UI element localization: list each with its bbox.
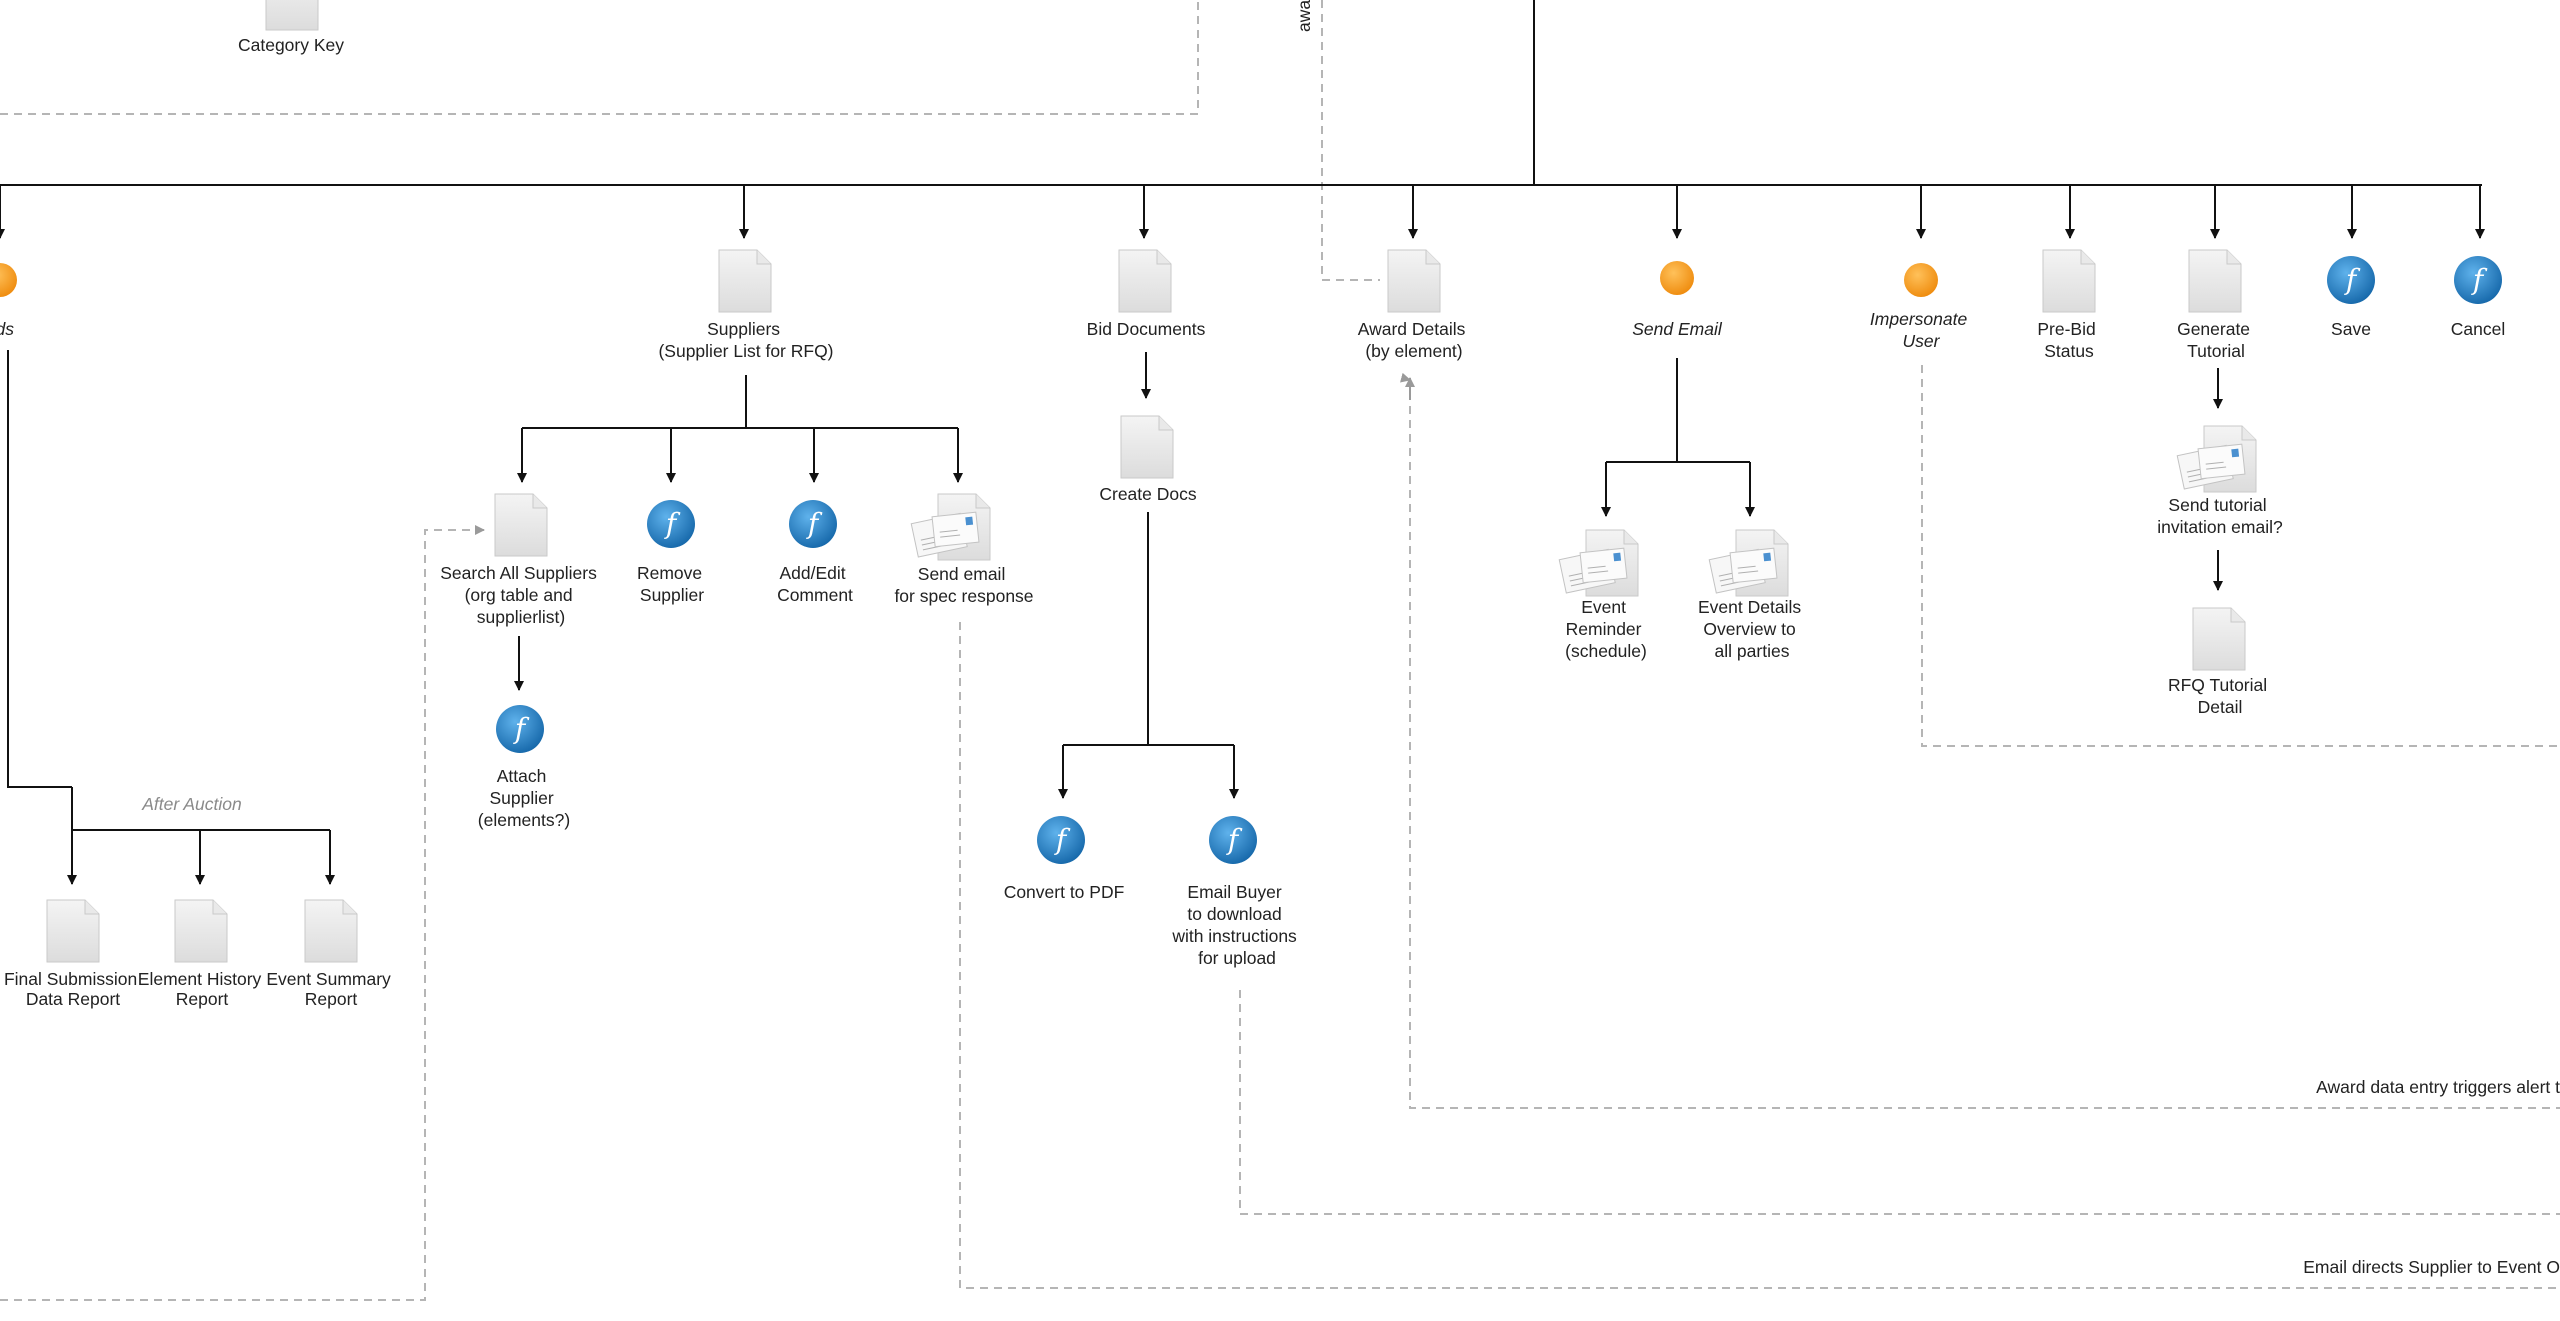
function-icon [789,500,837,548]
document-icon [46,899,100,963]
node-final-submission-report: Final Submission Data Report [4,969,142,1009]
node-bid-documents: Bid Documents [1087,319,1206,339]
function-icon [647,500,695,548]
node-search-all-suppliers: Search All Suppliers (org table and supp… [440,563,602,627]
node-event-reminder: Event Reminder (schedule) [1565,597,1647,661]
document-icon [1120,415,1174,479]
node-rfq-tutorial-detail: RFQ Tutorial Detail [2168,675,2272,717]
node-create-docs: Create Docs [1099,484,1197,504]
node-event-summary-report: Event Summary Report [266,969,395,1009]
node-send-email: Send Email [1632,319,1723,339]
node-convert-to-pdf: Convert to PDF [1004,882,1125,902]
email-icon [910,493,991,561]
node-suppliers: Suppliers (Supplier List for RFQ) [658,319,833,361]
node-element-history-report: Element History Report [138,969,266,1009]
document-icon [1387,249,1441,313]
node-left-partial: ds [0,319,14,339]
node-award-details: Award Details (by element) [1358,319,1471,361]
document-icon [265,0,319,31]
annotations: After Auction Award data entry triggers … [141,0,2560,1277]
email-icon [1558,529,1639,597]
action-dot-icon [1904,263,1938,297]
document-icon [2192,607,2246,671]
node-event-details-overview: Event Details Overview to all parties [1698,597,1806,661]
function-icon [2327,256,2375,304]
node-add-edit-comment: Add/Edit Comment [777,563,853,605]
node-send-email-spec: Send email for spec response [894,564,1033,606]
document-icon [304,899,358,963]
rotated-partial-label: awa [1294,0,1314,32]
after-auction-label: After Auction [141,794,242,814]
node-attach-supplier: Attach Supplier (elements?) [478,766,570,830]
node-impersonate-user: Impersonate User [1870,309,1972,351]
document-icon [174,899,228,963]
tree-connectors [0,0,2485,885]
function-icon [1209,816,1257,864]
node-save: Save [2331,319,2371,339]
document-icon [494,493,548,557]
node-remove-supplier: Remove Supplier [637,563,707,605]
node-generate-tutorial: Generate Tutorial [2177,319,2255,361]
node-cancel: Cancel [2451,319,2505,339]
node-category-key: Category Key [238,35,344,55]
email-directs-note: Email directs Supplier to Event O [2303,1257,2560,1277]
node-send-tutorial-invitation: Send tutorial invitation email? [2157,495,2283,537]
node-pre-bid-status: Pre-Bid Status [2037,319,2100,361]
action-dot-icon [0,263,17,297]
action-dot-icon [1660,261,1694,295]
document-icon [1118,249,1172,313]
email-icon [2176,425,2257,493]
document-icon [2188,249,2242,313]
icons [0,0,2502,963]
award-alert-note: Award data entry triggers alert t [2316,1077,2560,1097]
node-email-buyer: Email Buyer to download with instruction… [1171,882,1301,968]
node-labels: Category Key ds Suppliers (Supplier List… [0,35,2505,1009]
document-icon [2042,249,2096,313]
function-icon [496,705,544,753]
function-icon [2454,256,2502,304]
email-icon [1708,529,1789,597]
function-icon [1037,816,1085,864]
document-icon [718,249,772,313]
